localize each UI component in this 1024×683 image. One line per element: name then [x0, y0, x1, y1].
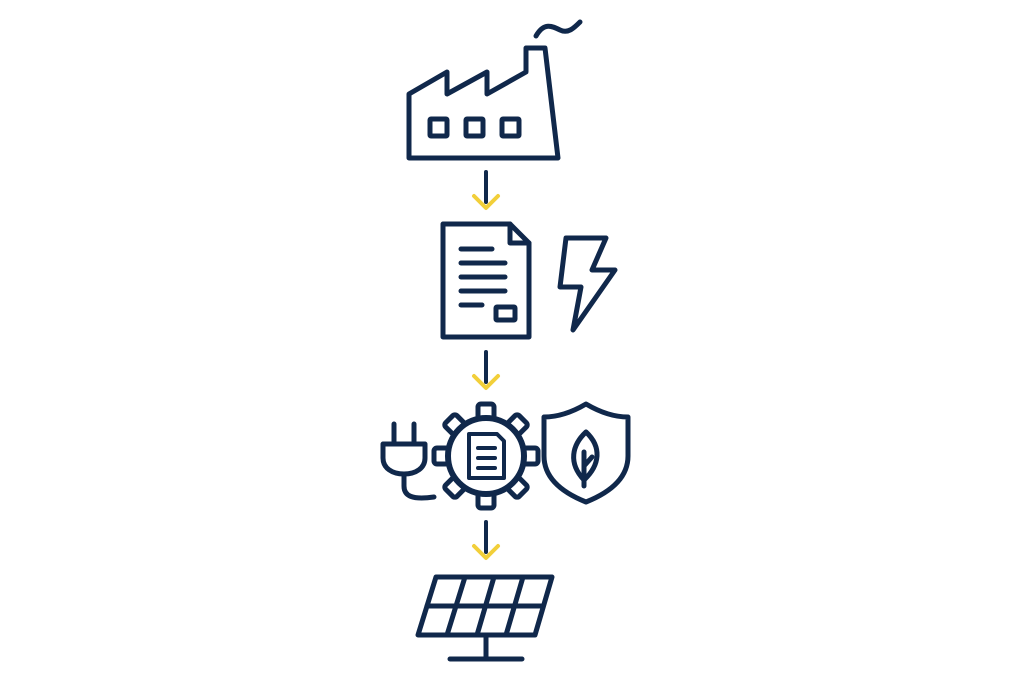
arrow-down-icon — [472, 170, 500, 210]
gear-document-icon — [431, 401, 541, 511]
arrow-down-icon — [472, 520, 500, 560]
power-plug-icon — [380, 421, 437, 501]
document-icon — [440, 221, 532, 340]
leaf-shield-icon — [541, 401, 631, 505]
lightning-bolt-icon — [557, 235, 618, 333]
factory-icon — [406, 19, 583, 161]
solar-panel-icon — [415, 574, 555, 662]
arrow-down-icon — [472, 350, 500, 390]
